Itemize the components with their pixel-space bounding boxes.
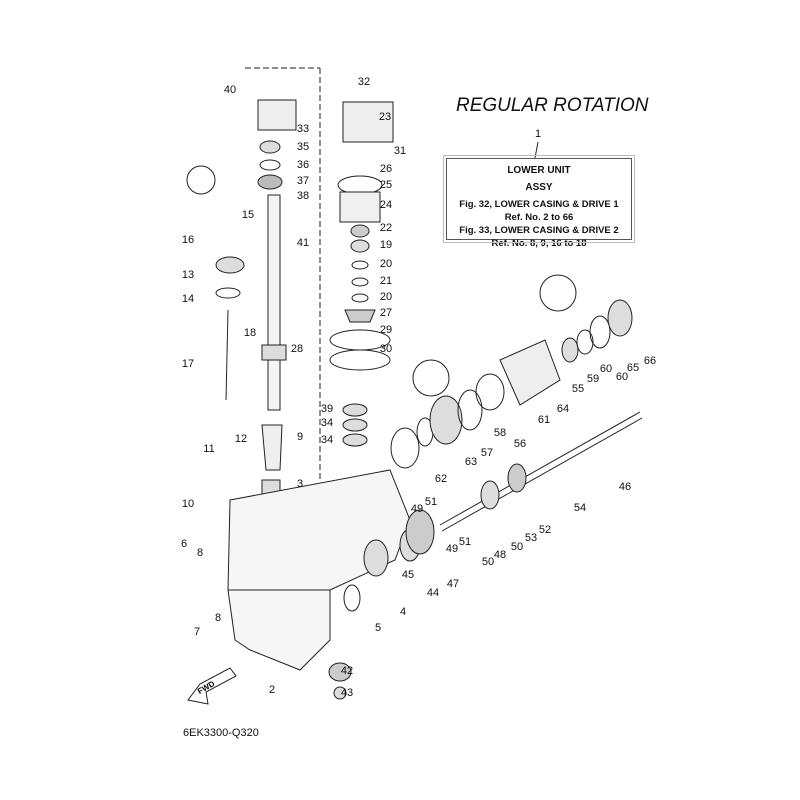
part-number-label: 41 xyxy=(296,237,310,249)
forward-gear xyxy=(405,509,435,555)
part-number-label: 49 xyxy=(445,543,459,555)
part-number-label: 63 xyxy=(464,456,478,468)
part-number-label: 14 xyxy=(181,293,195,305)
part-number-label: 20 xyxy=(379,291,393,303)
part-number-label: 10 xyxy=(181,498,195,510)
box-line: LOWER UNIT xyxy=(507,165,571,176)
part-number-label: 22 xyxy=(379,222,393,234)
part-number-label: 27 xyxy=(379,307,393,319)
box-line: Ref. No. 2 to 66 xyxy=(504,212,574,223)
part-number-label: 2 xyxy=(268,684,276,696)
part-number-label: 24 xyxy=(379,199,393,211)
box-line: Fig. 32, LOWER CASING & DRIVE 1 xyxy=(459,199,619,210)
part-number-label: 61 xyxy=(537,414,551,426)
part-number-label: 50 xyxy=(510,541,524,553)
box-line: ASSY xyxy=(525,182,553,193)
part-number-label: 30 xyxy=(379,343,393,355)
part-number-label: 32 xyxy=(357,76,371,88)
forward-arrow-icon xyxy=(187,667,237,705)
part-number-label: 42 xyxy=(340,665,354,677)
part-number-label: 9 xyxy=(296,431,304,443)
part-number-label: 44 xyxy=(426,587,440,599)
part-number-label: 62 xyxy=(434,473,448,485)
part-number-label: 34 xyxy=(320,417,334,429)
part-number-label: 48 xyxy=(493,549,507,561)
part-number-label: 5 xyxy=(374,622,382,634)
box-line: Fig. 33, LOWER CASING & DRIVE 2 xyxy=(459,225,619,236)
part-number-label: 8 xyxy=(214,612,222,624)
part-number-label: 58 xyxy=(493,427,507,439)
bearing-housing xyxy=(257,99,297,131)
impeller-cup xyxy=(339,191,381,223)
part-number-label: 23 xyxy=(378,111,392,123)
propeller-shaft-housing xyxy=(499,339,561,406)
part-number-label: 25 xyxy=(379,179,393,191)
part-number-label: 7 xyxy=(193,626,201,638)
part-number-label: 20 xyxy=(379,258,393,270)
part-number-label: 4 xyxy=(399,606,407,618)
part-number-label: 56 xyxy=(513,438,527,450)
detail-circle xyxy=(539,274,577,312)
part-number-label: 54 xyxy=(573,502,587,514)
part-number-label: 33 xyxy=(296,123,310,135)
assembly-info-box: LOWER UNIT ASSY Fig. 32, LOWER CASING & … xyxy=(443,155,635,249)
part-number-label: 36 xyxy=(296,159,310,171)
part-number-label: 6 xyxy=(180,538,188,550)
part-number-label: 51 xyxy=(424,496,438,508)
part-number-label: 37 xyxy=(296,175,310,187)
part-number-label: 51 xyxy=(458,536,472,548)
part-number-label: 50 xyxy=(481,556,495,568)
part-number-label: 16 xyxy=(181,234,195,246)
part-number-label: 60 xyxy=(599,363,613,375)
part-number-label: 45 xyxy=(401,569,415,581)
part-number-label: 28 xyxy=(290,343,304,355)
diagram-title: REGULAR ROTATION xyxy=(456,95,649,116)
part-number-label: 55 xyxy=(571,383,585,395)
part-number-label: 40 xyxy=(223,84,237,96)
part-number-label: 49 xyxy=(410,503,424,515)
part-number-label: 26 xyxy=(379,163,393,175)
propeller-shaft xyxy=(439,411,641,526)
part-number-label: 17 xyxy=(181,358,195,370)
part-number-label: 60 xyxy=(615,371,629,383)
part-number-label: 18 xyxy=(243,327,257,339)
drive-shaft xyxy=(267,194,281,411)
part-number-label: 8 xyxy=(196,547,204,559)
detail-circle xyxy=(186,165,216,195)
impeller xyxy=(344,309,376,323)
part-number-label: 29 xyxy=(379,324,393,336)
part-number-label: 59 xyxy=(586,373,600,385)
water-pump-housing xyxy=(342,101,394,143)
part-number-label: 57 xyxy=(480,447,494,459)
box-line: Ref. No. 8, 9, 16 to 18 xyxy=(491,238,587,249)
part-number-label: 12 xyxy=(234,433,248,445)
part-number-label: 35 xyxy=(296,141,310,153)
part-number-label: 21 xyxy=(379,275,393,287)
part-number-label: 46 xyxy=(618,481,632,493)
part-number-label: 52 xyxy=(538,524,552,536)
part-number-label: 13 xyxy=(181,269,195,281)
part-number-label: 53 xyxy=(524,532,538,544)
part-number-label: 15 xyxy=(241,209,255,221)
part-number-label: 64 xyxy=(556,403,570,415)
diagram-code: 6EK3300-Q320 xyxy=(183,727,259,739)
part-number-label: 43 xyxy=(340,687,354,699)
part-number-label: 3 xyxy=(296,478,304,490)
part-number-label: 39 xyxy=(320,403,334,415)
lower-casing xyxy=(227,469,411,671)
reverse-gear xyxy=(429,395,463,445)
part-number-label: 38 xyxy=(296,190,310,202)
part-number-label: 65 xyxy=(626,362,640,374)
part-number-label: 31 xyxy=(393,145,407,157)
part-number-label: 11 xyxy=(203,443,215,455)
part-number-label: 66 xyxy=(643,355,657,367)
detail-circle xyxy=(412,359,450,397)
dog-clutch xyxy=(480,480,500,510)
part-number-label: 34 xyxy=(320,434,334,446)
part-number-label: 19 xyxy=(379,239,393,251)
part-number-label: 47 xyxy=(446,578,460,590)
assembly-ref: 1 xyxy=(534,128,542,140)
